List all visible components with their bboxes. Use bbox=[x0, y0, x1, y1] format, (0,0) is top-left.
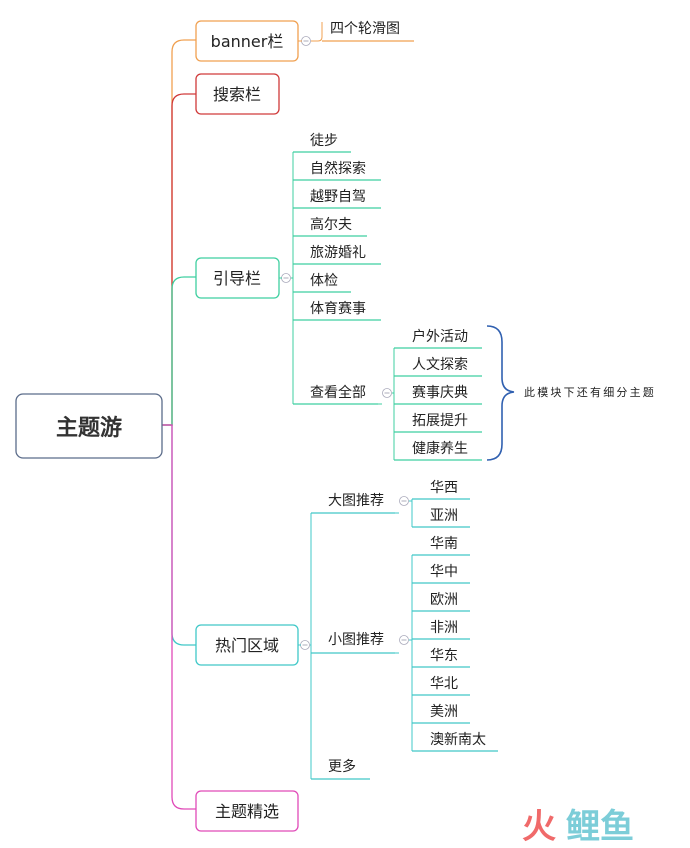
view-all-item[interactable]: 户外活动 bbox=[394, 328, 482, 349]
guide-view-all-node[interactable]: 查看全部 bbox=[293, 384, 378, 405]
big-recommend-item[interactable]: 亚洲 bbox=[412, 508, 470, 528]
small-recommend-item-label: 非洲 bbox=[430, 620, 458, 636]
view-all-item-label: 健康养生 bbox=[412, 440, 468, 457]
view-all-item[interactable]: 人文探索 bbox=[394, 356, 482, 377]
hot-connectors bbox=[298, 513, 312, 779]
root-connectors bbox=[162, 39, 196, 810]
guide-item[interactable]: 越野自驾 bbox=[293, 189, 381, 209]
small-recommend-item[interactable]: 澳新南太 bbox=[412, 732, 498, 752]
banner-connector bbox=[298, 22, 323, 42]
small-recommend-item-label: 澳新南太 bbox=[430, 732, 486, 748]
guide-item[interactable]: 体育赛事 bbox=[293, 301, 381, 321]
summary-note: 此模块下还有细分主题 bbox=[524, 385, 656, 399]
guide-collapse-toggle[interactable] bbox=[281, 273, 291, 283]
small-recommend-connectors bbox=[395, 555, 413, 751]
search-label: 搜索栏 bbox=[213, 85, 261, 104]
small-recommend-item-label: 华北 bbox=[430, 676, 458, 692]
branch-search[interactable]: 搜索栏 bbox=[195, 73, 280, 115]
guide-item-label: 高尔夫 bbox=[310, 216, 352, 233]
guide-item[interactable]: 体检 bbox=[293, 273, 351, 293]
small-recommend-label: 小图推荐 bbox=[328, 632, 384, 648]
guide-item[interactable]: 高尔夫 bbox=[293, 216, 367, 237]
small-recommend-item[interactable]: 华中 bbox=[412, 564, 470, 584]
small-recommend-node[interactable]: 小图推荐 bbox=[311, 632, 395, 654]
small-recommend-item[interactable]: 欧洲 bbox=[412, 592, 470, 612]
view-all-item[interactable]: 赛事庆典 bbox=[394, 385, 482, 405]
big-recommend-collapse-toggle[interactable] bbox=[399, 496, 409, 506]
view-all-collapse-toggle[interactable] bbox=[382, 388, 392, 398]
big-recommend-connectors bbox=[395, 499, 413, 527]
guide-connectors bbox=[279, 152, 294, 404]
more-node[interactable]: 更多 bbox=[311, 758, 370, 780]
small-recommend-item-label: 美洲 bbox=[430, 704, 458, 720]
view-all-item-label: 人文探索 bbox=[412, 356, 468, 373]
guide-item[interactable]: 旅游婚礼 bbox=[293, 245, 381, 265]
small-recommend-item-label: 华南 bbox=[430, 536, 458, 552]
view-all-label: 查看全部 bbox=[310, 384, 366, 401]
small-recommend-item-label: 欧洲 bbox=[430, 592, 458, 608]
guide-label: 引导栏 bbox=[213, 269, 261, 288]
branch-hot[interactable]: 热门区域 bbox=[195, 624, 299, 666]
small-recommend-item[interactable]: 华南 bbox=[412, 536, 470, 556]
big-recommend-item-label: 亚洲 bbox=[430, 508, 458, 524]
view-all-item-label: 赛事庆典 bbox=[412, 385, 468, 401]
branch-banner[interactable]: banner栏 bbox=[195, 20, 299, 62]
small-recommend-item[interactable]: 非洲 bbox=[412, 620, 470, 640]
watermark-logo: 火 鲤鱼 bbox=[522, 807, 634, 847]
guide-item[interactable]: 自然探索 bbox=[293, 160, 381, 181]
watermark-carp: 鲤鱼 bbox=[566, 807, 634, 847]
banner-child-label: 四个轮滑图 bbox=[330, 20, 400, 37]
small-recommend-item[interactable]: 华东 bbox=[412, 648, 470, 668]
banner-label: banner栏 bbox=[211, 32, 284, 51]
guide-item-label: 越野自驾 bbox=[310, 189, 366, 205]
small-recommend-item-label: 华东 bbox=[430, 648, 458, 664]
big-recommend-item-label: 华西 bbox=[430, 480, 458, 496]
banner-collapse-toggle[interactable] bbox=[301, 36, 311, 46]
view-all-item[interactable]: 拓展提升 bbox=[394, 413, 482, 433]
small-recommend-item[interactable]: 美洲 bbox=[412, 704, 470, 724]
hot-collapse-toggle[interactable] bbox=[300, 640, 310, 650]
hot-label: 热门区域 bbox=[215, 636, 279, 655]
big-recommend-label: 大图推荐 bbox=[328, 493, 384, 509]
summary-brace bbox=[486, 325, 515, 461]
guide-item-label: 自然探索 bbox=[310, 160, 366, 177]
view-all-connectors bbox=[378, 348, 395, 460]
guide-item-label: 徒步 bbox=[310, 133, 338, 149]
small-recommend-collapse-toggle[interactable] bbox=[399, 635, 409, 645]
branch-guide[interactable]: 引导栏 bbox=[195, 257, 280, 299]
big-recommend-item[interactable]: 华西 bbox=[412, 480, 470, 500]
root-node[interactable]: 主题游 bbox=[15, 393, 163, 459]
view-all-item-label: 户外活动 bbox=[412, 328, 468, 345]
guide-item[interactable]: 徒步 bbox=[293, 133, 351, 153]
big-recommend-node[interactable]: 大图推荐 bbox=[311, 493, 395, 514]
view-all-item-label: 拓展提升 bbox=[412, 413, 468, 429]
banner-child-node[interactable]: 四个轮滑图 bbox=[322, 20, 414, 42]
branch-featured[interactable]: 主题精选 bbox=[195, 790, 299, 832]
small-recommend-item-label: 华中 bbox=[430, 564, 458, 580]
root-label: 主题游 bbox=[56, 415, 122, 441]
guide-item-label: 体检 bbox=[310, 273, 338, 289]
view-all-item[interactable]: 健康养生 bbox=[394, 440, 482, 461]
small-recommend-item[interactable]: 华北 bbox=[412, 676, 470, 696]
watermark-fire: 火 bbox=[522, 807, 556, 847]
featured-label: 主题精选 bbox=[215, 802, 279, 821]
more-label: 更多 bbox=[328, 758, 356, 775]
guide-item-label: 体育赛事 bbox=[310, 301, 366, 317]
guide-item-label: 旅游婚礼 bbox=[310, 245, 366, 261]
